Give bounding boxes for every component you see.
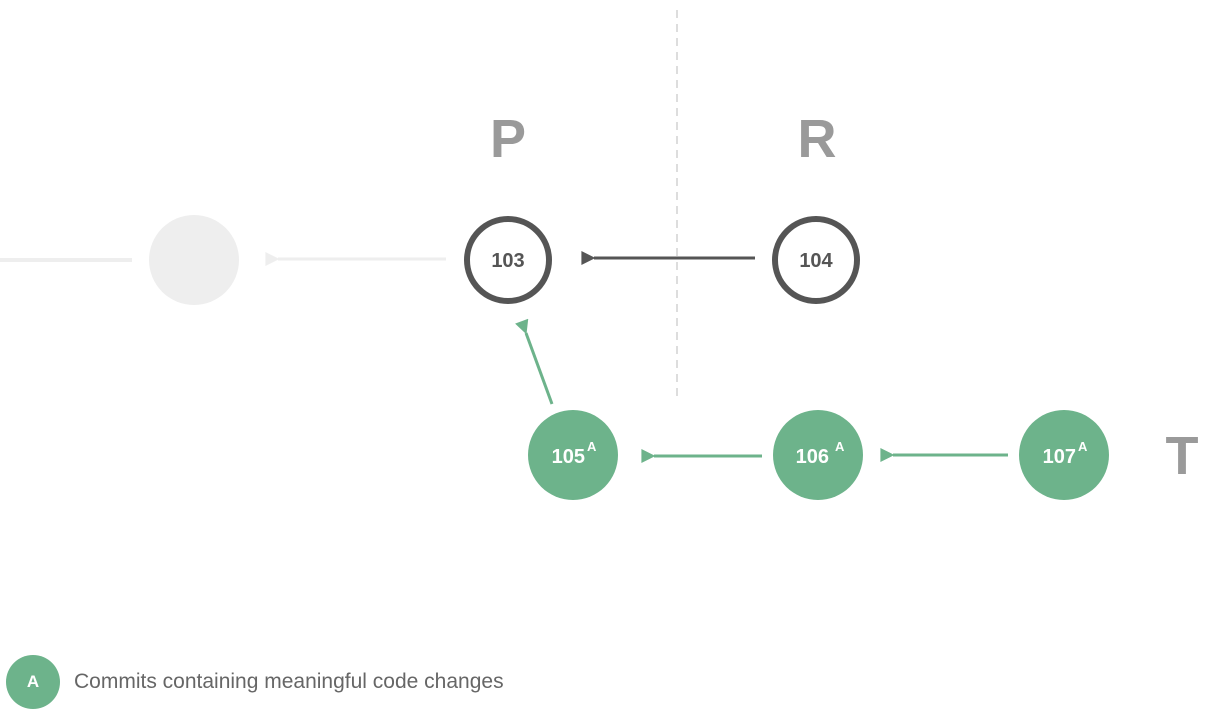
meaningful-change-marker: A bbox=[587, 439, 597, 454]
meaningful-change-marker: A bbox=[835, 439, 845, 454]
commit-id: 107 bbox=[1043, 446, 1076, 468]
faded-commit-node bbox=[149, 215, 239, 305]
legend-marker: A bbox=[6, 655, 60, 709]
branch-label-t: T bbox=[1166, 426, 1199, 486]
branch-label-p: P bbox=[490, 109, 526, 169]
commit-node-106: 106 A bbox=[773, 410, 863, 500]
meaningful-change-marker: A bbox=[1078, 439, 1088, 454]
commit-id: 104 bbox=[799, 250, 833, 272]
arrow-105-to-103 bbox=[515, 318, 554, 405]
svg-text:104: 104 bbox=[799, 250, 833, 272]
commit-node-104: 104 bbox=[772, 216, 860, 304]
legend: A Commits containing meaningful code cha… bbox=[6, 654, 504, 710]
commit-id: 105 bbox=[552, 446, 585, 468]
svg-text:103: 103 bbox=[491, 250, 524, 272]
commit-node-103: 103 bbox=[464, 216, 552, 304]
commit-id: 106 bbox=[796, 446, 829, 468]
commit-id: 103 bbox=[491, 250, 524, 272]
legend-text: Commits containing meaningful code chang… bbox=[74, 670, 504, 693]
branch-label-r: R bbox=[798, 109, 837, 169]
